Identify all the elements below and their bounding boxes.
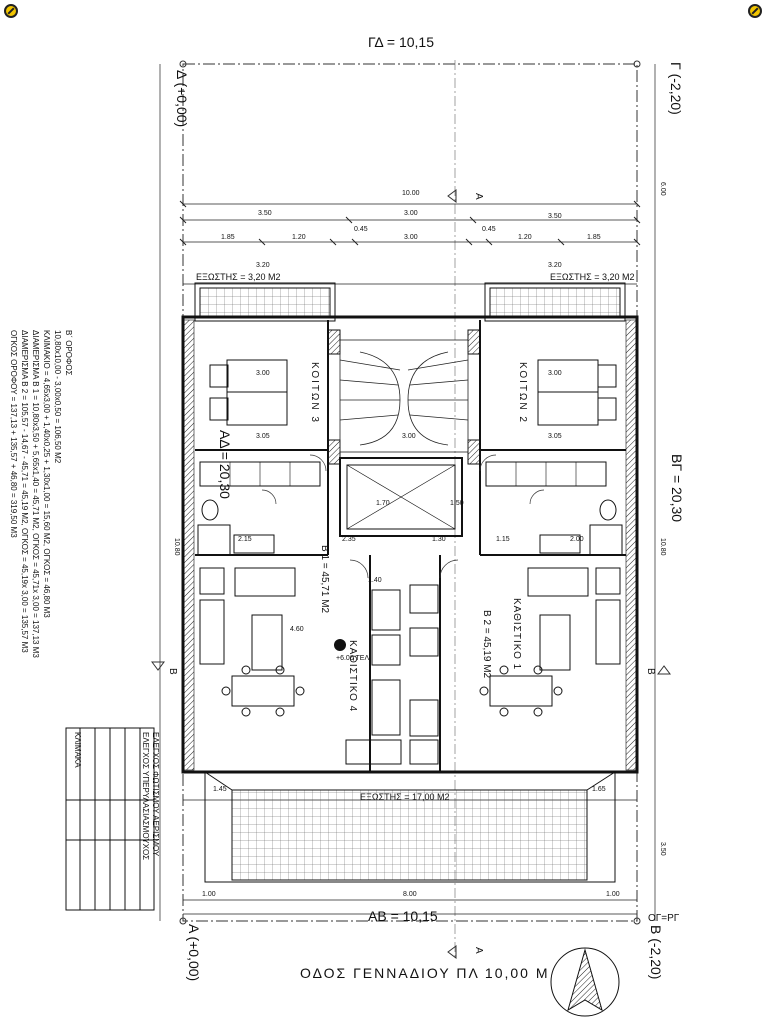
dim-3-05-a: 3.05 bbox=[256, 433, 270, 440]
staircase bbox=[339, 339, 469, 453]
balcony-top-right bbox=[484, 282, 626, 322]
dim-3-50-a: 3.50 bbox=[258, 210, 272, 217]
og-rg-label: ΟΓ=ΡΓ bbox=[648, 913, 680, 924]
dim-1-65: 1.65 bbox=[592, 786, 606, 793]
corner-bottom-left: Α (+0,00) bbox=[186, 924, 202, 982]
legend-row-3: ΚΛΙΜΑΚΑ bbox=[73, 732, 82, 768]
dim-3-50-b: 3.50 bbox=[548, 213, 562, 220]
room-bedroom-3: ΚΟΙΤΩΝ 3 bbox=[309, 362, 320, 424]
room-living-4: ΚΑΘΙΣΤΙΚΟ 4 bbox=[347, 640, 358, 713]
north-arrow bbox=[550, 947, 620, 1017]
apartment-b2-area: Β 2 = 45,19 Μ2 bbox=[481, 610, 492, 679]
dim-0-45-b: 0.45 bbox=[482, 226, 496, 233]
dim-3-20-a: 3.20 bbox=[256, 262, 270, 269]
bed-left bbox=[209, 359, 288, 426]
dim-10-00: 10.00 bbox=[402, 190, 420, 197]
edge-right-label: ΒΓ = 20,30 bbox=[669, 454, 685, 523]
dim-1-40: 1.40 bbox=[368, 577, 382, 584]
street-title: ΟΔΟΣ ΓΕΝΝΑΔΙΟΥ ΠΛ 10,00 Μ bbox=[300, 965, 550, 981]
dim-3-05-b: 3.05 bbox=[548, 433, 562, 440]
dim-3-00-e: 3.00 bbox=[402, 433, 416, 440]
notes-line-1: 10,80x10,00 - 3,00x0,50 = 106,50 Μ2 bbox=[53, 330, 62, 464]
dim-3-20-b: 3.20 bbox=[548, 262, 562, 269]
dim-4-60: 4.60 bbox=[290, 626, 304, 633]
notes-heading: Β΄ ΟΡΟΦΟΣ bbox=[64, 330, 73, 376]
edge-top-label: ΓΔ = 10,15 bbox=[368, 34, 434, 50]
dim-1-20-a: 1.20 bbox=[292, 234, 306, 241]
notes-line-5: ΟΓΚΟΣ ΟΡΟΦΟΥ = 137,13 + 135,57 + 46,80 =… bbox=[9, 330, 18, 538]
section-mark-a-bottom: Α bbox=[473, 947, 484, 954]
dim-1-85-a: 1.85 bbox=[221, 234, 235, 241]
section-mark-a-top: Α bbox=[473, 193, 484, 200]
notes-line-2: ΚΛΙΜΑΚΙΟ = 4,65x3,00 + 1,40x0,25 + 1,30x… bbox=[42, 330, 51, 618]
warning-icon-left bbox=[4, 4, 18, 18]
corner-bottom-right: Β (-2,20) bbox=[648, 925, 664, 980]
section-mark-b-left: Β bbox=[167, 668, 178, 675]
dim-1-00-b: 1.00 bbox=[606, 891, 620, 898]
dim-2-15: 2.15 bbox=[238, 536, 252, 543]
balcony-bottom bbox=[204, 771, 616, 883]
legend-table bbox=[65, 727, 155, 911]
notes-line-4: ΔΙΑΜΕΡΙΣΜΑ Β 2 = 105,57 - 14,67 - 45,71 … bbox=[20, 330, 29, 653]
dim-2-00: 2.00 bbox=[570, 536, 584, 543]
area-calculation-notes: Β΄ ΟΡΟΦΟΣ 10,80x10,00 - 3,00x0,50 = 106,… bbox=[8, 330, 74, 658]
bed-right bbox=[537, 359, 617, 426]
living-right-furniture bbox=[527, 567, 621, 671]
corner-top-right: Γ (-2,20) bbox=[668, 62, 684, 115]
room-living-1: ΚΑΘΙΣΤΙΚΟ 1 bbox=[511, 598, 522, 671]
dim-1-30: 1.30 bbox=[432, 536, 446, 543]
dim-1-85-b: 1.85 bbox=[587, 234, 601, 241]
legend-row-1: ΕΛΕΓΧΟΣ ΦΩΤΙΣΜΟΥ ΑΕΡΙΣΜΟΥ bbox=[151, 732, 160, 857]
room-bedroom-2: ΚΟΙΤΩΝ 2 bbox=[517, 362, 528, 424]
corner-top-left: Δ (+0,00) bbox=[174, 70, 190, 128]
legend-row-2: ΕΛΕΓΧΟΣ ΥΠΕΡΥΛΑΣΙΑΣΜΟΥΧΟΣ bbox=[141, 732, 150, 861]
dim-1-50: 1.50 bbox=[450, 500, 464, 507]
dim-3-00-d: 3.00 bbox=[548, 370, 562, 377]
edge-bottom-label: ΑΒ = 10,15 bbox=[368, 908, 438, 924]
dim-6-00: 6.00 bbox=[659, 182, 666, 196]
dim-1-00-a: 1.00 bbox=[202, 891, 216, 898]
balcony-bottom-label: ΕΞΩΣΤΗΣ = 17,00 Μ2 bbox=[360, 792, 450, 802]
elevation-label: +6.00 ΤΕΛ bbox=[336, 655, 370, 662]
balcony-top-left bbox=[194, 282, 336, 322]
dining-left bbox=[221, 665, 305, 717]
dim-2-35: 2.35 bbox=[342, 536, 356, 543]
kitchens bbox=[345, 584, 439, 765]
dim-3-00-c: 3.00 bbox=[256, 370, 270, 377]
elevator-shaft bbox=[339, 457, 463, 537]
edge-left-label: ΑΔ = 20,30 bbox=[217, 430, 233, 499]
living-left-furniture bbox=[199, 567, 296, 671]
dining-right bbox=[479, 665, 563, 717]
warning-icon-right bbox=[748, 4, 762, 18]
dim-0-45-a: 0.45 bbox=[354, 226, 368, 233]
notes-line-3: ΔΙΑΜΕΡΙΣΜΑ Β 1 = 10,80x3,50 + 5,65x1,40 … bbox=[31, 330, 40, 658]
dim-10-80-a: 10.80 bbox=[173, 538, 180, 556]
section-mark-b-right: Β bbox=[645, 668, 656, 675]
dim-8-00: 8.00 bbox=[403, 891, 417, 898]
apartment-b1-area: Β 1 = 45,71 Μ2 bbox=[319, 545, 330, 614]
dim-1-70: 1.70 bbox=[376, 500, 390, 507]
dim-3-00-a: 3.00 bbox=[404, 210, 418, 217]
dim-1-20-b: 1.20 bbox=[518, 234, 532, 241]
balcony-top-right-label: ΕΞΩΣΤΗΣ = 3,20 Μ2 bbox=[550, 272, 635, 282]
dim-1-15: 1.15 bbox=[496, 536, 510, 543]
dim-3-00-b: 3.00 bbox=[404, 234, 418, 241]
dim-3-50-c: 3.50 bbox=[659, 842, 666, 856]
balcony-top-left-label: ΕΞΩΣΤΗΣ = 3,20 Μ2 bbox=[196, 272, 281, 282]
dim-10-80-b: 10.80 bbox=[659, 538, 666, 556]
dim-1-45: 1.45 bbox=[213, 786, 227, 793]
